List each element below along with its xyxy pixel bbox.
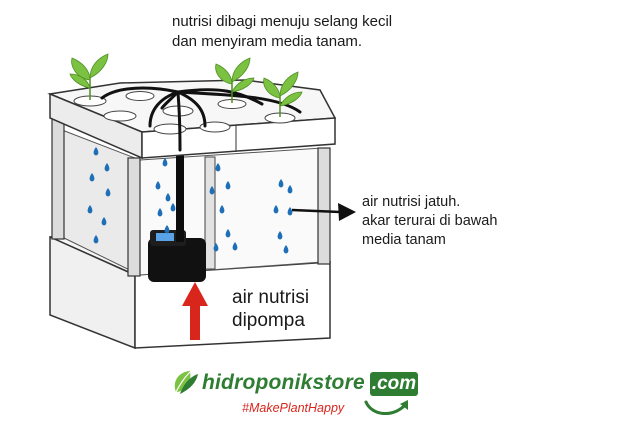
brand-domain: .com [370, 372, 418, 396]
water-pump [148, 148, 206, 282]
distribution-tubes [100, 86, 302, 152]
pump-caption: air nutrisi dipompa [232, 286, 309, 332]
grow-tray [47, 79, 337, 160]
top-caption-line-1: nutrisi dibagi menuju selang kecil [172, 13, 393, 30]
water-drop [105, 188, 111, 197]
water-drop [155, 181, 161, 190]
brand-tagline: #MakePlantHappy [242, 401, 345, 415]
water-drop [89, 173, 95, 182]
nutrient-water-drops [87, 147, 293, 254]
right-caption: air nutrisi jatuh. akar terurai di bawah… [362, 193, 497, 250]
leaf-logo-icon [174, 371, 198, 394]
water-drop [165, 193, 171, 202]
water-drop [101, 217, 107, 226]
brand-logo: hidroponikstore .com #MakePlantHappy [170, 368, 430, 424]
pump-up-arrow [182, 282, 208, 340]
water-drop [93, 235, 99, 244]
water-drop [213, 243, 219, 252]
brand-name: hidroponikstore [202, 371, 365, 394]
right-caption-line-3: media tanam [362, 232, 446, 248]
plant-3 [263, 71, 303, 117]
water-drop [283, 245, 289, 254]
support-posts [51, 114, 331, 277]
water-drop [157, 208, 163, 217]
water-drop [215, 163, 221, 172]
right-caption-arrow [291, 203, 356, 221]
water-drop [170, 203, 176, 212]
water-drop [287, 207, 293, 216]
smile-arrow-icon [364, 400, 408, 415]
water-drop [278, 179, 284, 188]
right-caption-line-1: air nutrisi jatuh. [362, 194, 461, 210]
plant-2 [215, 57, 255, 103]
water-drop [162, 158, 168, 167]
water-drop [232, 242, 238, 251]
right-caption-line-2: akar terurai di bawah [362, 213, 498, 229]
top-caption: nutrisi dibagi menuju selang kecil dan m… [172, 12, 392, 52]
top-caption-line-2: dan menyiram media tanam. [172, 33, 363, 50]
plant-1 [69, 53, 109, 100]
water-drop [93, 147, 99, 156]
water-drop [225, 181, 231, 190]
water-drop [287, 185, 293, 194]
water-drop [219, 205, 225, 214]
water-drop [87, 205, 93, 214]
water-drop [277, 231, 283, 240]
water-drop [225, 229, 231, 238]
water-drop [104, 163, 110, 172]
water-drop [164, 225, 170, 234]
plant-seedlings [69, 53, 303, 117]
pump-caption-line-2: dipompa [232, 310, 305, 331]
water-drop [273, 205, 279, 214]
pump-caption-line-1: air nutrisi [232, 287, 310, 308]
water-drop [209, 186, 215, 195]
